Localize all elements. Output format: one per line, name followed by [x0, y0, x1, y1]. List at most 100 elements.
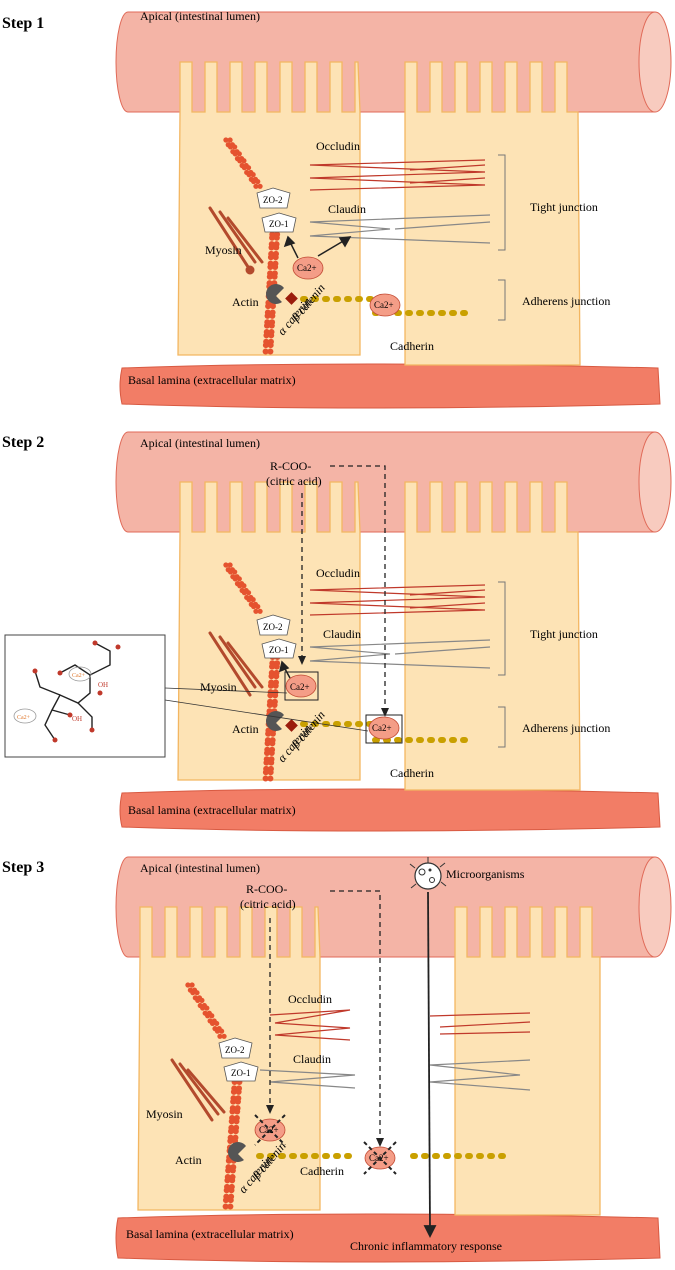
actin-bead [251, 178, 257, 185]
occludin-label: Occludin [288, 992, 332, 1006]
cadherin-segment [449, 310, 457, 316]
cadherin-label: Cadherin [390, 339, 434, 353]
actin-bead [266, 273, 273, 280]
actin-bead [227, 1197, 234, 1204]
actin-bead [214, 1028, 221, 1034]
actin-bead [227, 1203, 234, 1210]
microorganism-icon [409, 857, 447, 890]
actin-bead [204, 1005, 210, 1011]
step-2-panel: OH OH Ca2+ Ca2+ Step 2 Apical (intestina… [0, 425, 675, 835]
actin-bead [271, 702, 278, 708]
basal-label: Basal lamina (extracellular matrix) [128, 803, 296, 817]
actin-bead [234, 1108, 241, 1115]
tight-junction-bracket [498, 581, 506, 676]
cadherin-segment [289, 1153, 297, 1159]
zo-1-label: ZO-1 [231, 1068, 251, 1078]
actin-bead [268, 673, 275, 680]
actin-bead [269, 740, 276, 747]
actin-bead [272, 692, 279, 699]
actin-bead [223, 562, 229, 568]
occludin-label: Occludin [316, 139, 360, 153]
actin-bead [269, 663, 276, 670]
actin-bead [217, 1033, 223, 1039]
actin-bead [224, 1177, 231, 1184]
alpha-catenin [228, 1142, 246, 1162]
occludin-label: Occludin [316, 566, 360, 580]
actin-bead [257, 608, 263, 614]
cadherin-segment [333, 1153, 341, 1159]
calcium-arrows [283, 235, 352, 259]
myosin-filaments [170, 1058, 226, 1122]
cadherin-segment [421, 1153, 429, 1159]
actin-bead [271, 273, 278, 280]
myosin-filaments [208, 631, 264, 697]
zo-1-protein [261, 212, 297, 233]
blocked-calcium-cadherin-label: Ca2+ [369, 1153, 389, 1163]
cadherin-segment [487, 1153, 495, 1159]
apical-label: Apical (intestinal lumen) [140, 436, 260, 450]
actin-bead [262, 348, 269, 355]
citric-arrowheads [298, 656, 389, 717]
citric-acid-label: (citric acid) [240, 897, 296, 911]
cadherin-segment [405, 737, 413, 743]
actin-bead [229, 1177, 236, 1184]
actin-bead [267, 775, 274, 782]
adherens-junction-bracket [498, 706, 506, 748]
actin-bead [255, 603, 261, 610]
actin-bead [232, 576, 238, 582]
actin-bead [267, 348, 274, 355]
zo-2-label: ZO-2 [263, 195, 283, 205]
actin-bead [222, 1197, 229, 1204]
actin-bead [265, 730, 272, 737]
citric-acid-label: (citric acid) [266, 474, 322, 488]
chronic-inflammatory-label: Chronic inflammatory response [350, 1239, 502, 1253]
actin-bead [267, 692, 274, 699]
actin-bead [264, 312, 271, 319]
actin-bead [241, 165, 247, 171]
actin-bead [268, 759, 275, 766]
inset-callout-lines [164, 687, 369, 732]
cadherin-segment [405, 310, 413, 316]
calcium-cadherin-label: Ca2+ [372, 723, 392, 733]
actin-bead [268, 322, 275, 329]
tight-junction-label: Tight junction [530, 200, 598, 214]
calcium-ion [292, 256, 324, 280]
actin-bead [267, 682, 274, 689]
zo-2-label: ZO-2 [225, 1045, 245, 1055]
cadherin-segment [460, 737, 468, 743]
zo-1-label: ZO-1 [269, 219, 289, 229]
inset-calcium-label: Ca2+ [72, 673, 86, 679]
calcium-ion-cadherin [369, 293, 401, 317]
calcium-highlight-box [284, 671, 319, 701]
cadherin-segment [454, 1153, 462, 1159]
citric-arrowheads [266, 1105, 384, 1147]
actin-bead [241, 583, 247, 589]
actin-bead [272, 682, 279, 689]
cadherin-segment [300, 1153, 308, 1159]
actin-bead [245, 165, 252, 171]
cadherin-segment [416, 737, 424, 743]
zo-1-label: ZO-1 [269, 645, 289, 655]
cadherin-segment [256, 1153, 264, 1159]
cadherin-segment [300, 296, 308, 302]
calcium-ion [285, 674, 317, 698]
actin-bead [232, 151, 238, 157]
actin-bead [262, 342, 269, 349]
calcium-label: Ca2+ [290, 682, 310, 692]
cadherin-segment [416, 310, 424, 316]
inset-calcium-label-2: Ca2+ [17, 715, 31, 721]
cadherin-segment [355, 296, 363, 302]
actin-bead [232, 1128, 239, 1135]
cadherin-segment [427, 310, 435, 316]
actin-bead [253, 183, 259, 189]
actin-bead [200, 1005, 206, 1011]
actin-bead [245, 590, 252, 596]
actin-bead [229, 1167, 236, 1174]
zo-2-protein [256, 614, 291, 636]
basal-lamina [115, 1213, 661, 1263]
citric-acid-arrows [301, 465, 386, 710]
actin-bead [264, 740, 271, 747]
zo-2-label: ZO-2 [263, 622, 283, 632]
actin-bead [230, 1098, 237, 1105]
calcium-cadherin-highlight-box [365, 714, 403, 744]
